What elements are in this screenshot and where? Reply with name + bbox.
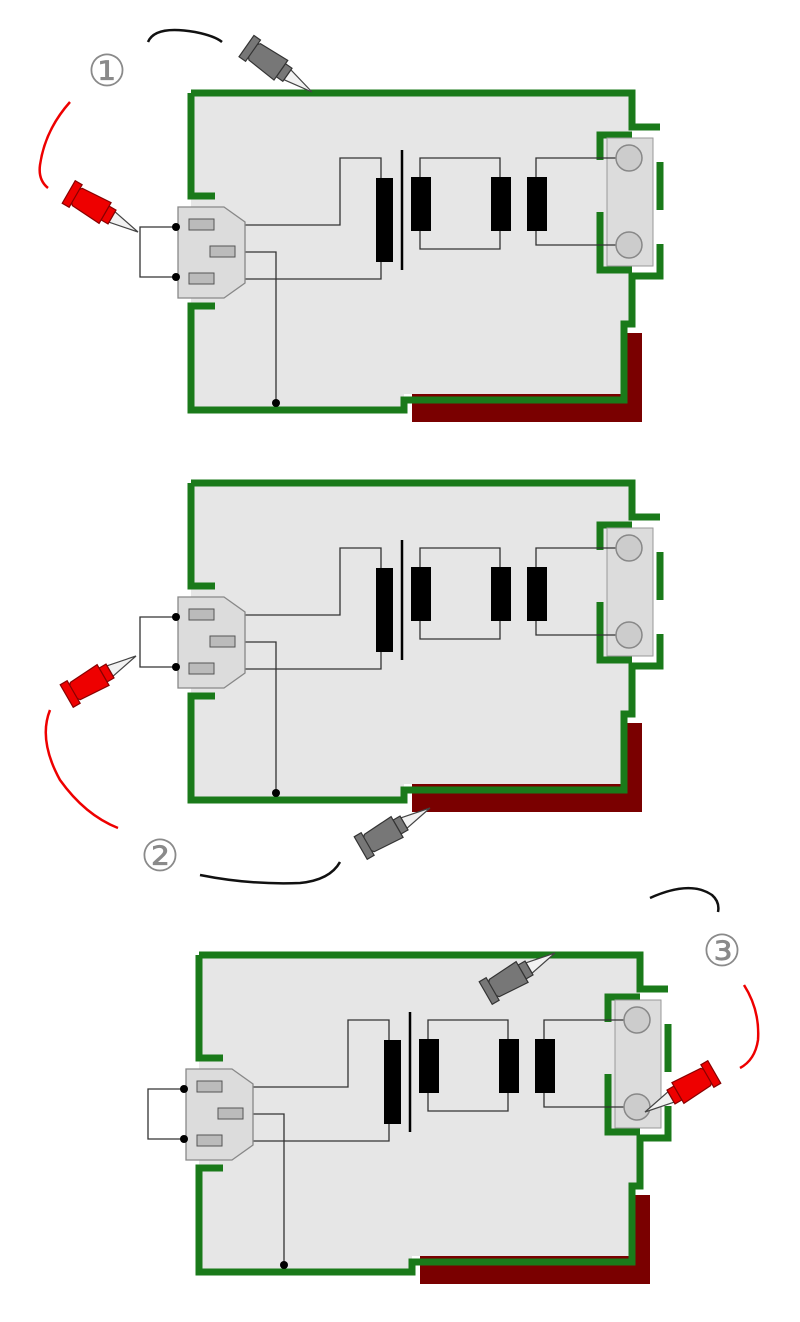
device-drawing-3 [148,955,668,1284]
step-label-1: ① [87,46,126,97]
device-drawing-1 [140,93,660,422]
red-lead-3 [739,984,760,1070]
red-lead-2 [44,709,119,830]
step-label-3: ③ [702,926,741,977]
black-lead-2 [199,861,342,885]
device-step-1: ① [38,28,660,422]
device-step-3: ③ [148,886,760,1284]
red-lead-1 [38,101,71,189]
device-step-2: ② [44,483,660,885]
red-probe-icon [59,644,144,708]
black-lead-1 [146,28,223,43]
step-label-2: ② [140,831,179,882]
black-lead-3 [649,886,720,913]
device-drawing-2 [140,483,660,812]
red-probe-icon [61,180,146,244]
